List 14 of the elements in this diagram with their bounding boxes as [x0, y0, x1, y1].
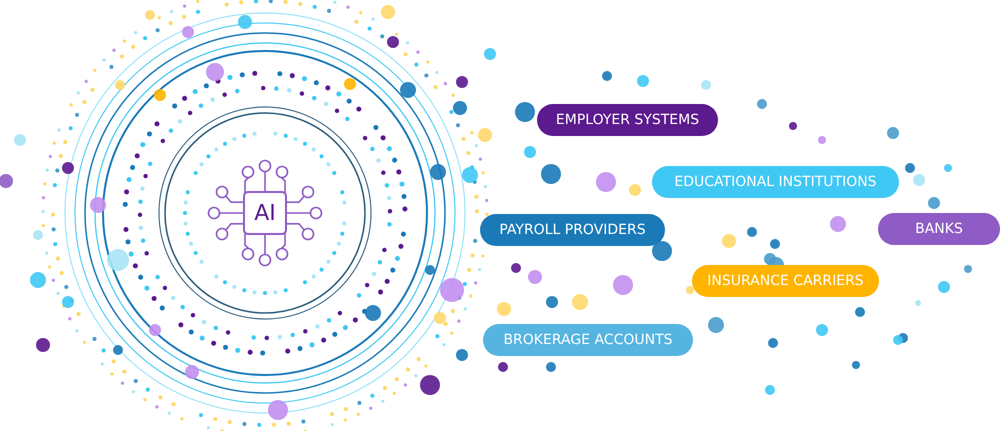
category-pill [537, 104, 718, 136]
node-label: INSURANCE CARRIERS [707, 273, 864, 289]
category-pill [480, 214, 665, 246]
node-label: BANKS [915, 221, 963, 237]
chip-box [243, 191, 287, 235]
node-label: PAYROLL PROVIDERS [499, 222, 646, 238]
category-pill [483, 324, 693, 356]
category-pill [652, 166, 899, 198]
node-label: EMPLOYER SYSTEMS [556, 112, 700, 128]
category-pill [692, 265, 879, 297]
node-label: EDUCATIONAL INSTITUTIONS [674, 174, 877, 190]
node-label: BROKERAGE ACCOUNTS [503, 332, 673, 348]
node-label: AI [254, 200, 276, 226]
category-pill [878, 213, 1000, 245]
